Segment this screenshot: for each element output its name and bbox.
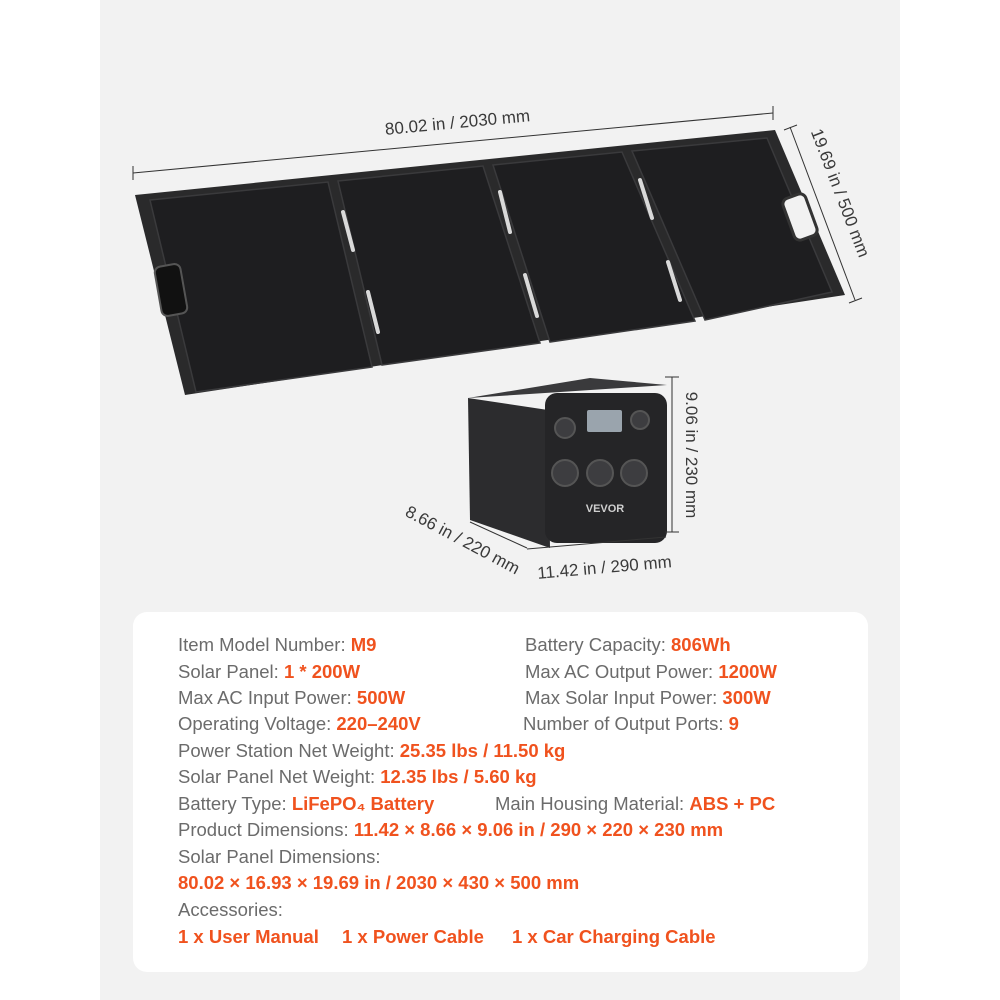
spec-panel-weight: Solar Panel Net Weight: 12.35 lbs / 5.60… (178, 766, 537, 787)
spec-solar-panel: Solar Panel: 1 * 200W (178, 661, 361, 682)
station-height-dimension: 9.06 in / 230 mm (665, 376, 701, 533)
spec-battery-type: Battery Type: LiFePO₄ Battery (178, 793, 435, 814)
panel-length-label: 80.02 in / 2030 mm (384, 106, 531, 139)
spec-housing: Main Housing Material: ABS + PC (495, 793, 776, 814)
accessory-item: 1 x Car Charging Cable (512, 926, 716, 947)
spec-ac-input: Max AC Input Power: 500W (178, 687, 406, 708)
spec-output-ports: Number of Output Ports: 9 (523, 713, 739, 734)
spec-product-dimensions: Product Dimensions: 11.42 × 8.66 × 9.06 … (178, 819, 724, 840)
spec-solar-input: Max Solar Input Power: 300W (525, 687, 771, 708)
spec-capacity: Battery Capacity: 806Wh (525, 634, 731, 655)
spec-voltage: Operating Voltage: 220–240V (178, 713, 421, 734)
spec-panel-dimensions-label: Solar Panel Dimensions: (178, 846, 381, 867)
product-diagram: 80.02 in / 2030 mm 19.69 in / 500 mm (132, 106, 873, 583)
spec-model: Item Model Number: M9 (178, 634, 377, 655)
spec-panel-dimensions-value: 80.02 × 16.93 × 19.69 in / 2030 × 430 × … (178, 872, 580, 893)
station-length-label: 11.42 in / 290 mm (537, 552, 673, 583)
power-station: VEVOR (468, 378, 667, 548)
station-height-label: 9.06 in / 230 mm (682, 392, 701, 519)
spec-accessories-label: Accessories: (178, 899, 283, 920)
accessory-item: 1 x User Manual (178, 926, 319, 947)
station-brand-logo: VEVOR (586, 503, 625, 515)
solar-panel (135, 130, 845, 395)
spec-ac-output: Max AC Output Power: 1200W (525, 661, 777, 682)
accessory-item: 1 x Power Cable (342, 926, 484, 947)
spec-station-weight: Power Station Net Weight: 25.35 lbs / 11… (178, 740, 566, 761)
spec-card (133, 612, 868, 972)
